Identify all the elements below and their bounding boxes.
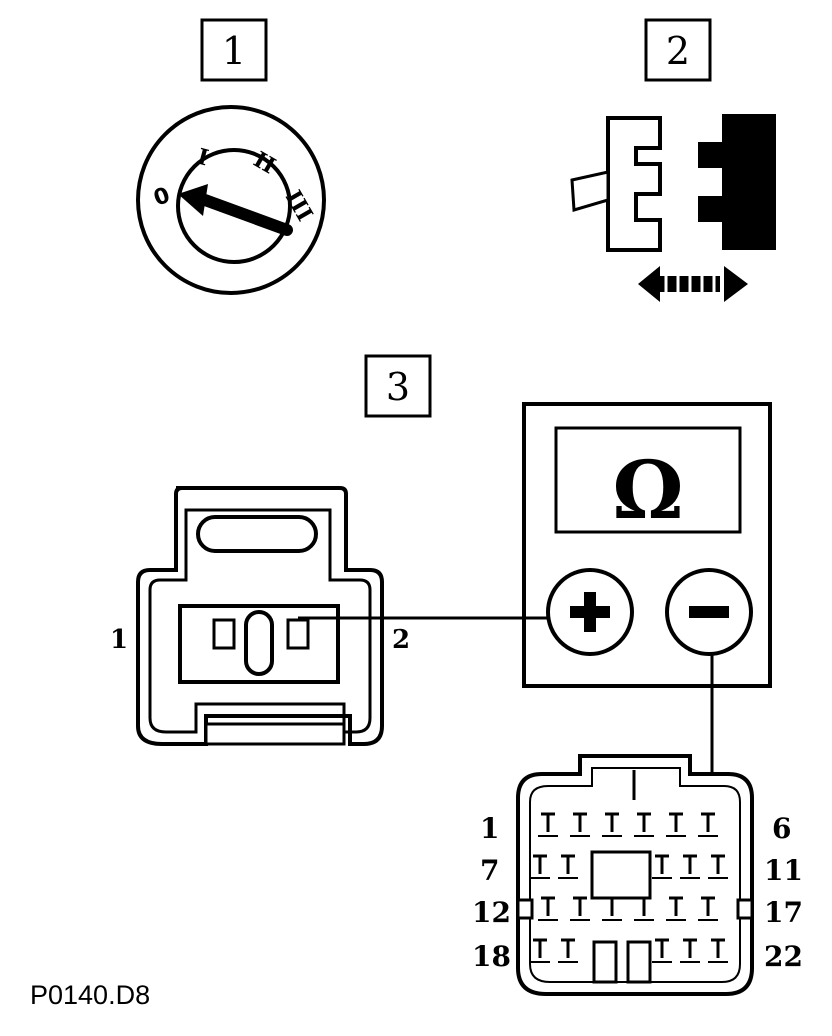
svg-text:1: 1 <box>222 29 246 73</box>
ecu-pin <box>530 854 550 879</box>
ecu-pin <box>570 896 590 921</box>
sensor-connector: 1 2 <box>110 486 410 746</box>
ecu-pin <box>708 938 728 963</box>
ecu-pin <box>538 896 558 921</box>
ecu-pin <box>558 938 578 963</box>
ecu-left-label-18: 18 <box>472 940 511 973</box>
ecu-pin <box>570 812 590 837</box>
ecu-pin <box>680 938 700 963</box>
step-3-label: 3 <box>364 354 432 418</box>
ohm-symbol: Ω <box>612 443 683 537</box>
ecu-pin <box>652 854 672 879</box>
ecu-pin <box>602 896 622 921</box>
ecu-pin <box>666 812 686 837</box>
svg-text:2: 2 <box>666 29 690 73</box>
ecu-pin <box>666 896 686 921</box>
figure-code: P0140.D8 <box>30 980 150 1010</box>
ecu-right-label-11: 11 <box>764 854 803 887</box>
ecu-left-label-7: 7 <box>480 854 499 887</box>
ecu-right-label-17: 17 <box>764 896 803 929</box>
ecu-left-label-1: 1 <box>480 812 499 845</box>
ecu-pin <box>698 896 718 921</box>
ecu-pin <box>558 854 578 879</box>
ecu-pin <box>698 812 718 837</box>
ecu-pin <box>652 938 672 963</box>
sensor-pin-2-label: 2 <box>392 625 410 655</box>
ecu-pin <box>708 854 728 879</box>
ohmmeter: Ω <box>522 402 772 688</box>
ecu-pin <box>538 812 558 837</box>
step-2-label: 2 <box>644 18 712 82</box>
ignition-switch-icon: 0 I II III <box>136 105 326 295</box>
connector-disconnect-icon <box>570 114 776 302</box>
step-1-label: 1 <box>200 18 268 82</box>
svg-text:3: 3 <box>386 365 410 409</box>
ecu-pin <box>634 896 654 921</box>
ecu-right-label-22: 22 <box>764 940 803 973</box>
ecu-pin <box>634 812 654 837</box>
ecu-pin <box>680 854 700 879</box>
ecu-pin <box>530 938 550 963</box>
ecu-connector: 1 7 12 18 6 11 17 22 <box>472 754 803 996</box>
ecu-right-label-6: 6 <box>772 812 791 845</box>
ecu-left-label-12: 12 <box>472 896 511 929</box>
sensor-pin-1-label: 1 <box>110 625 128 655</box>
ecu-pin <box>602 812 622 837</box>
